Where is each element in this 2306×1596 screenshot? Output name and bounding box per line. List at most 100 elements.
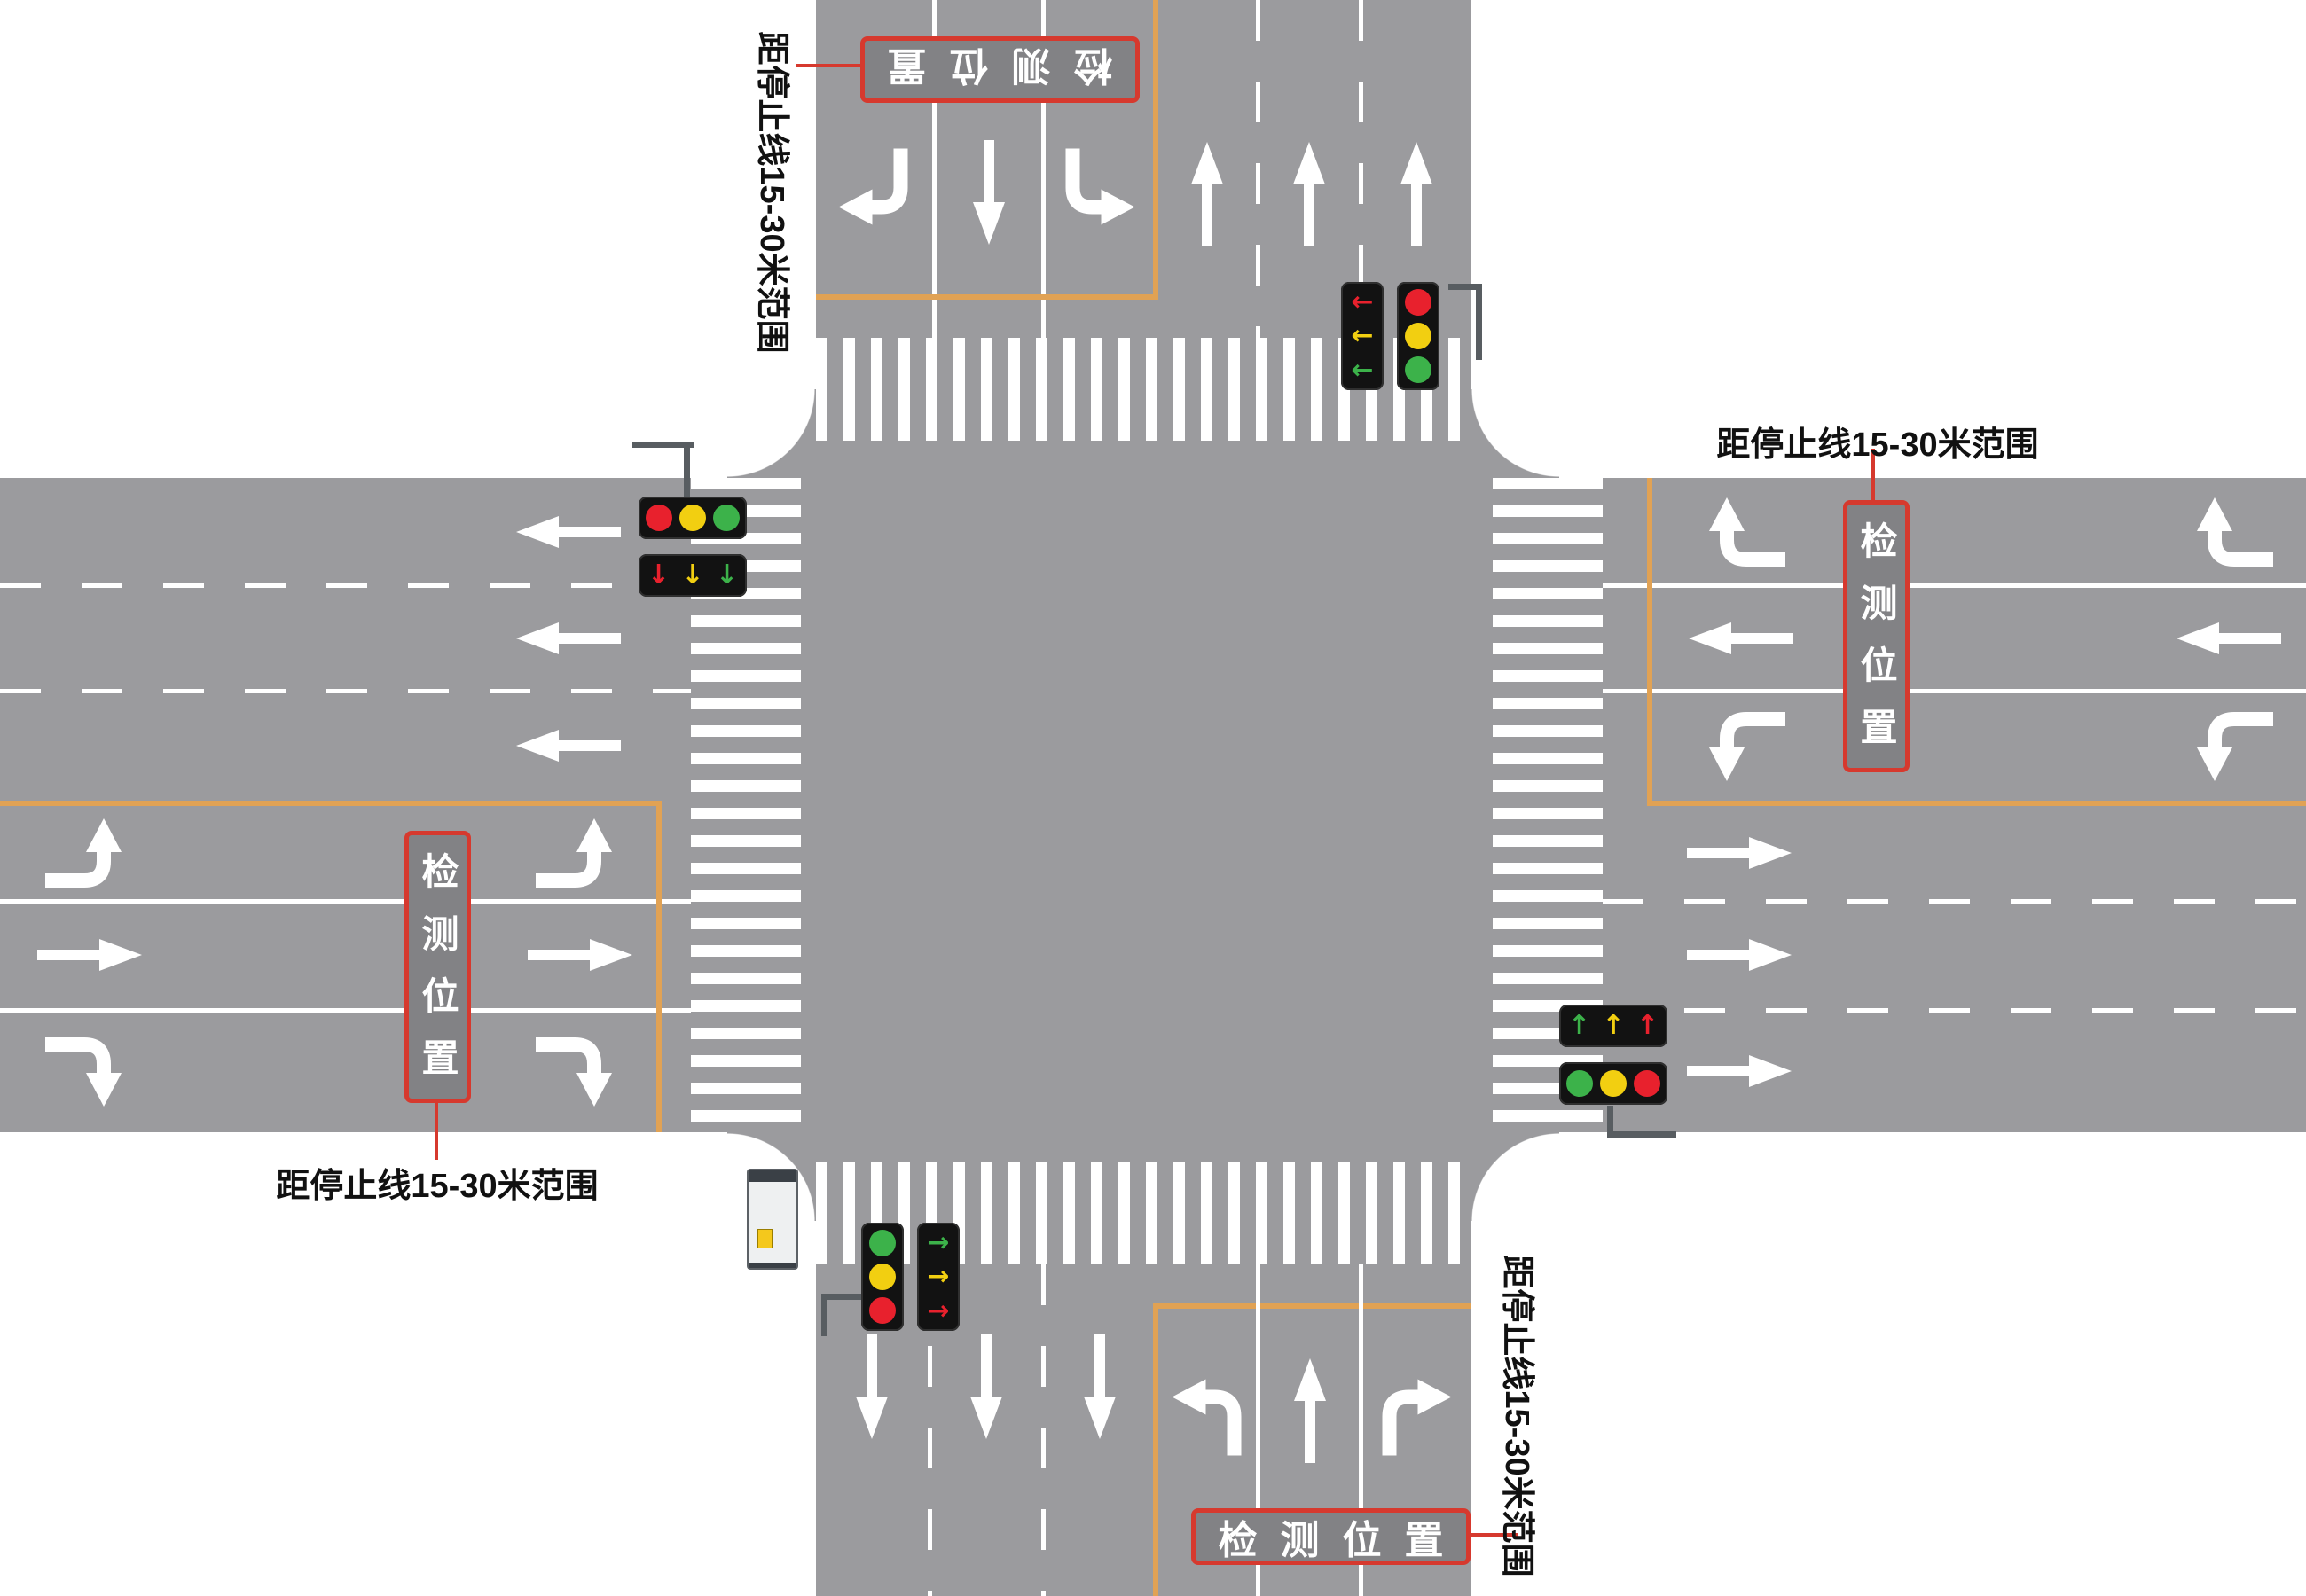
lane-line [928, 1264, 932, 1596]
red-lamp-icon [1405, 289, 1431, 316]
lane-arrow-straight [528, 902, 634, 1008]
detection-label-text: 检测位置 [864, 43, 1113, 88]
lane-line [1041, 0, 1046, 338]
lane-arrow-left-turn [1154, 1357, 1260, 1463]
traffic-light-arrow-head: ↑ ↑ ↑ [1559, 1005, 1667, 1047]
corner-fillet-top-left [727, 389, 816, 478]
lane-arrow-right-turn [1363, 1357, 1470, 1463]
signal-control-cabinet [747, 1169, 798, 1270]
lane-arrow-straight [514, 479, 621, 585]
red-lamp-icon [869, 1297, 896, 1324]
traffic-light-round-head [639, 497, 747, 539]
traffic-light-round-head [1397, 282, 1439, 390]
signal-pole [821, 1294, 827, 1336]
lane-arrow-left-turn [1047, 140, 1153, 246]
red-down-arrow-lamp-icon: ↓ [647, 559, 671, 591]
leader-line-east [1871, 449, 1875, 502]
lane-arrow-right-turn [2175, 479, 2281, 585]
range-note-south: 距停止线15-30米范围 [1498, 1255, 1535, 1577]
detection-label-text: 检测位置 [1855, 520, 1897, 770]
lane-line [1603, 583, 2306, 588]
red-lamp-icon [646, 505, 672, 531]
traffic-light-arrow-head: ← ← ← [1341, 282, 1384, 390]
detection-label-north: 检测位置 [860, 36, 1140, 103]
lane-arrow-straight [1257, 1357, 1363, 1463]
leader-line-north [796, 64, 862, 67]
lane-arrow-straight [1687, 1018, 1793, 1124]
leader-line-west [435, 1103, 438, 1160]
traffic-light-arrow-head: ↓ ↓ ↓ [639, 554, 747, 597]
lane-line [0, 583, 691, 588]
leader-line-south [1471, 1533, 1518, 1537]
lane-arrow-straight [514, 692, 621, 799]
lane-arrow-right-turn [1687, 479, 1793, 585]
detection-zone-line [1153, 1309, 1158, 1596]
lane-arrow-left-turn [37, 800, 144, 906]
corner-fillet-bottom-right [1471, 1132, 1559, 1221]
lane-arrow-straight [1687, 902, 1793, 1008]
signal-pole [821, 1294, 866, 1300]
detection-zone-line [816, 294, 1158, 300]
signal-pole [684, 442, 690, 500]
detection-zone-line [1647, 801, 2306, 806]
yellow-up-arrow-lamp-icon: ↑ [1602, 1010, 1625, 1041]
lane-line [932, 0, 937, 338]
green-lamp-icon [1566, 1070, 1593, 1097]
lane-arrow-straight [1687, 800, 1793, 906]
lane-arrow-straight [514, 585, 621, 692]
lane-line [1041, 1264, 1046, 1596]
yellow-lamp-icon [1405, 323, 1431, 349]
yellow-lamp-icon [1600, 1070, 1627, 1097]
lane-line [1359, 0, 1363, 338]
green-lamp-icon [1405, 356, 1431, 383]
lane-arrow-straight [933, 1334, 1039, 1441]
detection-zone-line [656, 801, 662, 1132]
lane-arrow-straight [37, 902, 144, 1008]
lane-line [1256, 1264, 1260, 1596]
lane-arrow-straight [1363, 140, 1470, 246]
signal-pole [1607, 1106, 1613, 1138]
traffic-light-arrow-head: → → → [917, 1223, 960, 1331]
lane-arrow-right-turn [37, 1018, 144, 1124]
lane-line [1359, 1264, 1363, 1596]
lane-line [1256, 0, 1260, 338]
lane-arrow-straight [819, 1334, 925, 1441]
lane-arrow-straight [936, 140, 1042, 246]
green-up-arrow-lamp-icon: ↑ [1567, 1010, 1591, 1041]
red-left-arrow-lamp-icon: ← [1351, 286, 1374, 317]
detection-label-text: 检测位置 [1218, 1519, 1467, 1562]
lane-line [1603, 689, 2306, 693]
lane-arrow-right-turn [820, 140, 927, 246]
lane-arrow-right-turn [528, 1018, 634, 1124]
cabinet-base [749, 1263, 796, 1268]
lane-arrow-left-turn [1687, 692, 1793, 799]
lane-line [0, 689, 691, 693]
lane-arrow-straight [1047, 1334, 1153, 1441]
detection-label-text: 检测位置 [417, 851, 459, 1100]
lane-arrow-straight [1687, 585, 1793, 692]
lane-arrow-left-turn [2175, 692, 2281, 799]
yellow-lamp-icon [679, 505, 706, 531]
lane-line [1603, 899, 2306, 904]
green-lamp-icon [869, 1230, 896, 1256]
warning-sticker-icon [757, 1229, 773, 1248]
yellow-down-arrow-lamp-icon: ↓ [681, 559, 704, 591]
lane-arrow-straight [1256, 140, 1362, 246]
green-lamp-icon [713, 505, 740, 531]
lane-line [1603, 1008, 2306, 1013]
red-up-arrow-lamp-icon: ↑ [1635, 1010, 1659, 1041]
detection-zone-line [1647, 478, 1652, 806]
yellow-lamp-icon [869, 1264, 896, 1290]
green-left-arrow-lamp-icon: ← [1351, 354, 1374, 386]
yellow-right-arrow-lamp-icon: → [927, 1261, 950, 1292]
green-right-arrow-lamp-icon: → [927, 1226, 950, 1258]
crosswalk-south [816, 1162, 1471, 1264]
range-note-west: 距停止线15-30米范围 [276, 1168, 599, 1205]
red-lamp-icon [1634, 1070, 1660, 1097]
detection-label-south: 检测位置 [1191, 1508, 1471, 1565]
lane-arrow-straight [1154, 140, 1260, 246]
signal-pole [1448, 284, 1482, 290]
range-note-east: 距停止线15-30米范围 [1716, 426, 2039, 464]
detection-label-west: 检测位置 [404, 831, 471, 1103]
